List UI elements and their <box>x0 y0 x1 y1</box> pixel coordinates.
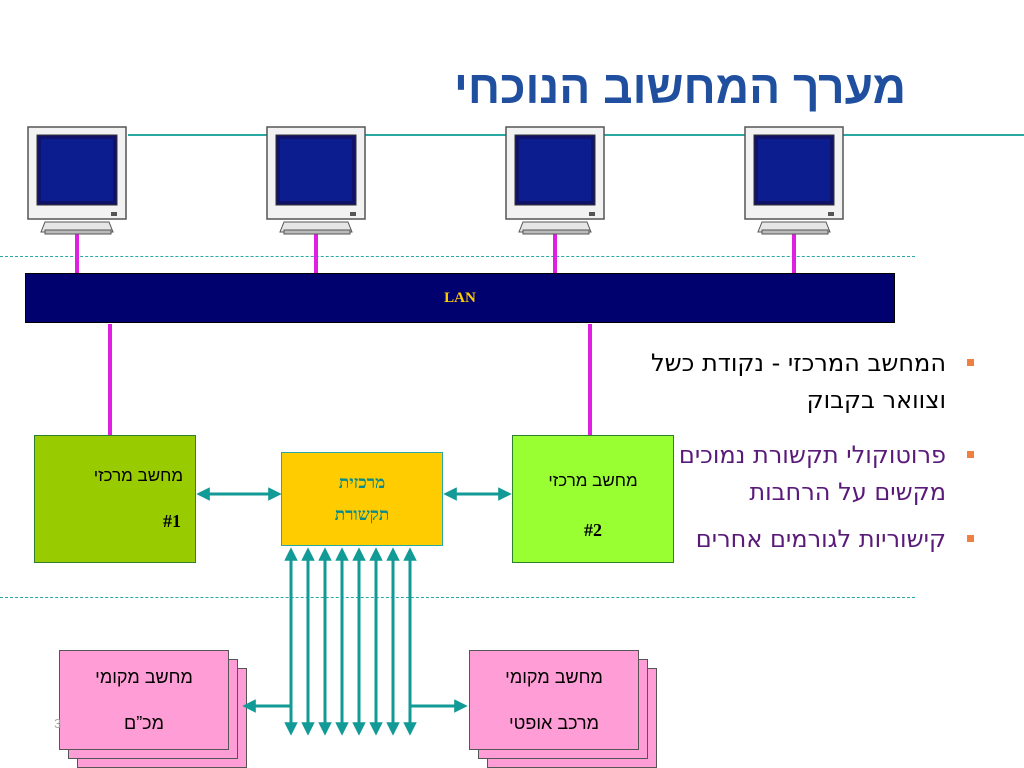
bullet-text: פרוטוקולי תקשורת נמוכים מקשים על הרחבות <box>678 441 946 506</box>
central-computer-1: מחשב מרכזי #1 <box>34 435 196 563</box>
bullet-item: פרוטוקולי תקשורת נמוכים מקשים על הרחבות <box>644 437 974 511</box>
monitor-wire-2 <box>314 234 318 274</box>
monitor-wire-1 <box>75 234 79 274</box>
central-computer-1-label: מחשב מרכזי <box>93 466 183 485</box>
monitor-icon <box>27 126 127 235</box>
lan-wire-central2 <box>588 324 592 435</box>
monitor-icon <box>266 126 366 235</box>
local-computer-optical: מחשב מקומי מרכב אופטי <box>469 650 657 768</box>
monitor-wire-3 <box>553 234 557 274</box>
local-computer-optical-sub: מרכב אופטי <box>508 713 600 733</box>
communications-hub: מרכזית תקשורת <box>281 452 443 546</box>
central-computer-2-label: מחשב מרכזי <box>548 471 638 490</box>
bullet-marker-icon <box>967 359 974 366</box>
monitor-wire-4 <box>792 234 796 274</box>
central-computer-2-number: #2 <box>584 520 602 540</box>
bullet-marker-icon <box>967 535 974 542</box>
hub-label-line2: תקשורת <box>334 505 390 524</box>
central-computer-2: מחשב מרכזי #2 <box>512 435 674 563</box>
bullet-text: המחשב המרכזי - נקודת כשל וצוואר בקבוק <box>651 349 946 414</box>
local-computer-radar-label: מחשב מקומי <box>95 667 193 687</box>
central-computer-1-number: #1 <box>163 511 181 531</box>
bullet-item: המחשב המרכזי - נקודת כשל וצוואר בקבוק <box>644 345 974 419</box>
bullet-item: קישוריות לגורמים אחרים <box>644 521 974 558</box>
local-computer-optical-label: מחשב מקומי <box>505 667 603 687</box>
lan-label: LAN <box>444 290 476 306</box>
bullet-list: המחשב המרכזי - נקודת כשל וצוואר בקבוק פר… <box>644 345 974 568</box>
local-computer-radar-sub: מכ”ם <box>123 713 165 733</box>
bullet-marker-icon <box>967 451 974 458</box>
dashed-guide-bottom <box>0 597 915 598</box>
page-title: מערך המחשוב הנוכחי <box>454 61 906 113</box>
lan-bar: LAN <box>25 273 895 323</box>
stack-card-front: מחשב מקומי מכ”ם <box>59 650 229 750</box>
stack-card-front: מחשב מקומי מרכב אופטי <box>469 650 639 750</box>
monitor-icon <box>744 126 844 235</box>
dashed-guide-top <box>0 256 915 257</box>
hub-label-line1: מרכזית <box>338 473 386 492</box>
page-number: 3 <box>54 716 62 731</box>
lan-wire-central1 <box>108 324 112 435</box>
bullet-text: קישוריות לגורמים אחרים <box>695 525 946 553</box>
local-computer-radar: מחשב מקומי מכ”ם <box>59 650 247 768</box>
monitor-icon <box>505 126 605 235</box>
